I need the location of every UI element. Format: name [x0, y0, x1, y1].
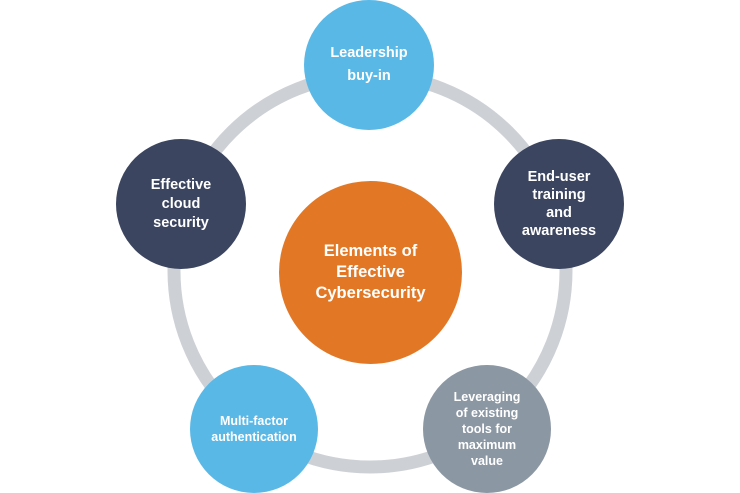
node-mfa-label: Multi-factor authentication	[211, 414, 297, 444]
node-end-user-training: End-user training and awareness	[494, 139, 624, 269]
node-leadership-buy-in: Leadership buy-in	[304, 0, 434, 130]
node-leadership-label: Leadership buy-in	[330, 45, 408, 84]
center-node-label: Elements of Effective Cybersecurity	[315, 242, 426, 302]
node-leveraging-label: Leveraging of existing tools for maximum…	[453, 390, 521, 468]
node-leveraging-existing-tools: Leveraging of existing tools for maximum…	[423, 365, 551, 493]
center-node-elements-of-effective-cybersecurity: Elements of Effective Cybersecurity	[279, 181, 462, 364]
node-effective-cloud-security: Effective cloud security	[116, 139, 246, 269]
node-multi-factor-authentication: Multi-factor authentication	[190, 365, 318, 493]
node-end-user-label: End-user training and awareness	[521, 169, 597, 239]
node-cloud-security-label: Effective cloud security	[150, 176, 212, 231]
